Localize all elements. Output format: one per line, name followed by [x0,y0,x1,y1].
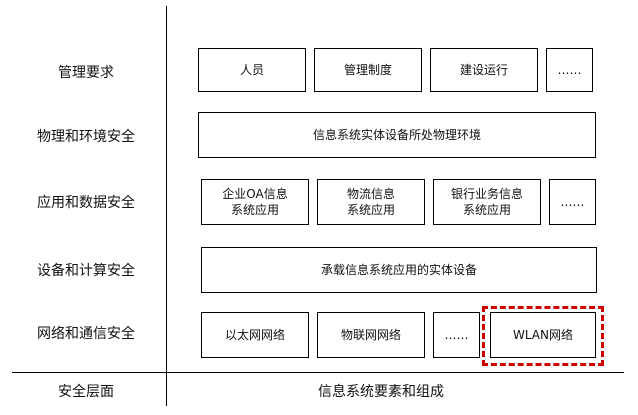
box-physical-environment: 信息系统实体设备所处物理环境 [198,112,596,158]
box-wlan-text: WLAN网络 [512,328,573,342]
box-logistics-text: 物流信息 系统应用 [347,186,395,218]
box-enterprise-oa-line1: 企业OA信息 [222,187,288,201]
row-label-network-communication: 网络和通信安全 [37,326,135,342]
box-iot: 物联网网络 [317,312,425,358]
box-ellipsis-network: …… [433,312,480,358]
box-banking-line2: 系统应用 [462,203,511,217]
footer-security-layers: 安全层面 [58,384,114,400]
box-physical-devices-text: 承载信息系统应用的实体设备 [320,263,477,277]
box-banking: 银行业务信息 系统应用 [433,179,541,225]
box-enterprise-oa-text: 企业OA信息 系统应用 [222,186,287,218]
box-enterprise-oa-line2: 系统应用 [230,203,279,217]
horizontal-divider [12,372,624,373]
box-ellipsis-application-text: …… [560,195,585,209]
box-ellipsis-management: …… [546,48,593,92]
box-wlan: WLAN网络 [490,312,596,358]
box-personnel: 人员 [198,48,306,92]
box-physical-devices: 承载信息系统应用的实体设备 [201,247,597,293]
box-ethernet: 以太网网络 [201,312,309,358]
box-logistics: 物流信息 系统应用 [317,179,425,225]
box-management-system: 管理制度 [314,48,422,92]
box-banking-text: 银行业务信息 系统应用 [451,186,523,218]
box-enterprise-oa: 企业OA信息 系统应用 [201,179,309,225]
box-ellipsis-application: …… [549,179,596,225]
box-construction-operation: 建设运行 [430,48,538,92]
highlight-dashed-frame [482,306,604,366]
box-management-system-text: 管理制度 [343,63,392,77]
box-physical-environment-text: 信息系统实体设备所处物理环境 [312,128,481,142]
box-logistics-line1: 物流信息 [346,187,395,201]
box-ellipsis-management-text: …… [557,63,582,77]
box-ellipsis-network-text: …… [444,328,469,342]
box-banking-line1: 银行业务信息 [450,187,523,201]
row-label-device-computing: 设备和计算安全 [37,263,135,279]
box-construction-operation-text: 建设运行 [459,63,508,77]
row-label-physical-environment: 物理和环境安全 [37,129,135,145]
footer-system-elements: 信息系统要素和组成 [318,384,444,400]
box-logistics-line2: 系统应用 [346,203,395,217]
box-ethernet-text: 以太网网络 [224,328,285,342]
box-iot-text: 物联网网络 [340,328,401,342]
row-label-application-data: 应用和数据安全 [37,195,135,211]
row-label-management: 管理要求 [58,65,114,81]
box-personnel-text: 人员 [239,63,264,77]
vertical-divider [166,6,167,406]
